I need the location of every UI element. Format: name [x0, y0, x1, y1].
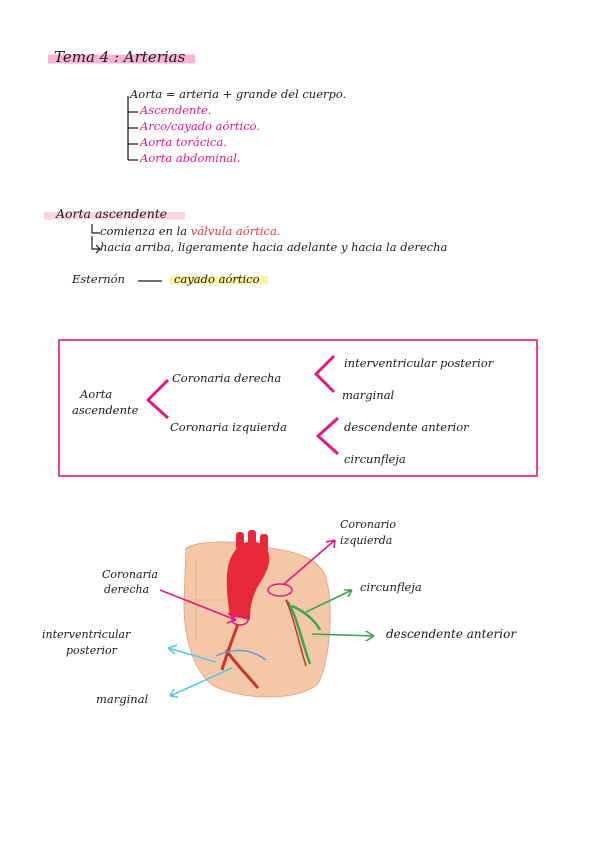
diag-descendente: descendente anterior [386, 627, 517, 641]
section-heading: Aorta ascendente [44, 206, 186, 221]
diag-coronaria-izq-1: Coronario [340, 518, 396, 531]
arrow-coronaria-izquierda [283, 539, 336, 585]
box-descendente: descendente anterior [344, 420, 469, 434]
cayado-label: cayado aórtico [170, 272, 268, 286]
diag-coronaria-der-2: derecha [104, 583, 150, 596]
box-root-line-1: Aorta [80, 387, 113, 401]
aorta-part-toracica: Aorta torácica. [140, 135, 227, 149]
diag-interventricular-2: posterior [66, 644, 117, 657]
box-marginal: marginal [342, 388, 395, 402]
box-interventricular: interventricular posterior [344, 356, 494, 370]
chevron-left [316, 416, 340, 456]
aorta-tree-bracket [127, 96, 138, 161]
summary-box [58, 339, 538, 477]
aorta-part-ascendente: Ascendente. [140, 103, 212, 117]
page-title: Tema 4 : Arterias [48, 48, 196, 66]
diag-interventricular-1: interventricular [42, 628, 131, 641]
chevron-right [314, 354, 336, 394]
box-circunfleja: circunfleja [344, 452, 406, 466]
aorta-part-arco: Arco/cayado aórtico. [140, 119, 261, 133]
arrow-coronaria-derecha [159, 589, 237, 624]
section-line-1: comienza en la válvula aórtica. [100, 224, 280, 238]
heart-illustration [183, 530, 331, 698]
arrow-interventricular [167, 644, 217, 663]
arrow-comienza [91, 224, 100, 234]
diag-circunfleja: circunfleja [360, 580, 422, 594]
section-line-2: hacia arriba, ligeramente hacia adelante… [100, 240, 448, 254]
box-coronaria-derecha: Coronaria derecha [172, 371, 282, 385]
diag-marginal: marginal [96, 692, 149, 706]
box-root-line-2: ascendente [72, 403, 139, 417]
arrow-descendente [311, 630, 375, 642]
aorta-definition: Aorta = arteria + grande del cuerpo. [130, 87, 347, 101]
aorta-part-abdominal: Aorta abdominal. [140, 151, 241, 165]
arrow-hacia [91, 236, 101, 254]
line1-prefix: comienza en la [100, 224, 188, 238]
valvula-aortica: válvula aórtica. [190, 224, 281, 238]
diag-coronaria-izq-2: izquierda [340, 534, 393, 547]
box-coronaria-izquierda: Coronaria izquierda [170, 420, 287, 434]
esternon-label: Esternón [72, 272, 125, 286]
chevron-root [146, 378, 170, 420]
diag-coronaria-der-1: Coronaria [102, 568, 158, 581]
arrow-circunfleja [305, 589, 353, 613]
arrow-marginal [169, 667, 233, 698]
